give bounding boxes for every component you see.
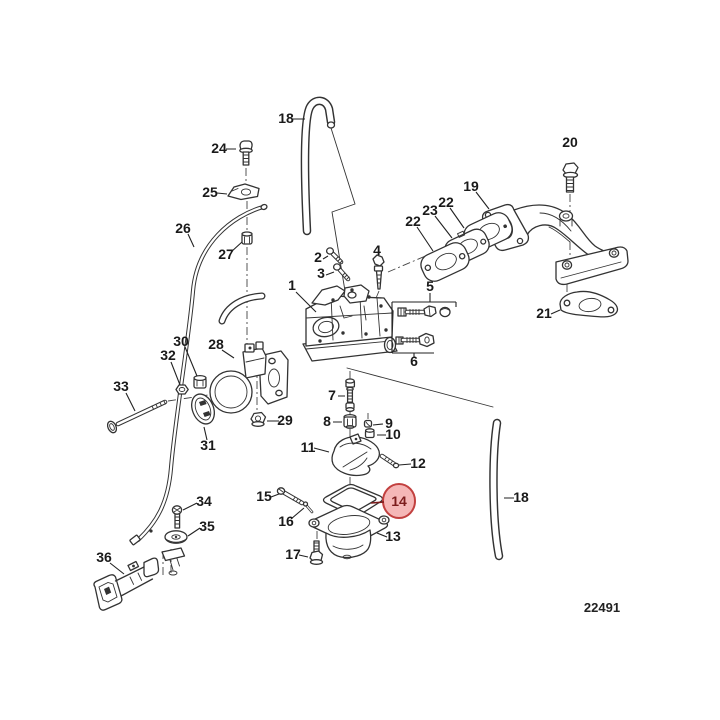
part-26-cable xyxy=(129,203,268,546)
callout-1[interactable]: 1 xyxy=(288,277,296,293)
part-11-float xyxy=(331,433,381,477)
callout-15[interactable]: 15 xyxy=(256,488,272,504)
callout-29[interactable]: 29 xyxy=(277,412,293,428)
callout-25[interactable]: 25 xyxy=(202,184,218,200)
connector-lines xyxy=(330,127,494,408)
part-24-screw xyxy=(239,140,253,166)
part-10-valve-seat xyxy=(364,428,375,439)
callout-34[interactable]: 34 xyxy=(196,493,212,509)
callout-36[interactable]: 36 xyxy=(96,549,112,565)
callout-14[interactable]: 14 xyxy=(391,493,407,509)
callout-labels: 1 2 3 4 5 6 7 8 9 10 11 12 13 15 16 17 1… xyxy=(96,110,578,565)
part-22-gasket-front xyxy=(420,242,470,282)
callout-18-right[interactable]: 18 xyxy=(513,489,529,505)
callout-22-upper[interactable]: 22 xyxy=(438,194,454,210)
callout-27[interactable]: 27 xyxy=(218,246,234,262)
callout-23[interactable]: 23 xyxy=(422,202,438,218)
callout-30[interactable]: 30 xyxy=(173,333,189,349)
callout-22-left[interactable]: 22 xyxy=(405,213,421,229)
part-27-bushing xyxy=(241,231,253,245)
part-31-throttle-plate xyxy=(191,393,215,425)
part-3-screw xyxy=(332,263,351,282)
part-32-nut xyxy=(175,384,189,395)
part-18-vent-tube-right xyxy=(489,418,504,561)
part-13-float-bowl xyxy=(308,504,390,560)
drawing-number: 22491 xyxy=(584,600,620,615)
callout-17[interactable]: 17 xyxy=(285,546,301,562)
part-25-bracket-plate xyxy=(227,183,260,201)
callout-12[interactable]: 12 xyxy=(410,455,426,471)
part-29-nut xyxy=(250,411,267,427)
callout-32[interactable]: 32 xyxy=(160,347,176,363)
part-16-pin xyxy=(302,501,314,514)
callout-13[interactable]: 13 xyxy=(385,528,401,544)
part-2-screw xyxy=(325,247,344,265)
callout-21[interactable]: 21 xyxy=(536,305,552,321)
part-21-manifold-gasket xyxy=(559,290,619,318)
part-5-jet-kit xyxy=(391,293,457,357)
part-36-choke-knob xyxy=(93,557,160,611)
callout-31[interactable]: 31 xyxy=(200,437,216,453)
callout-8[interactable]: 8 xyxy=(323,413,331,429)
part-30-cap xyxy=(193,374,207,389)
callout-leader-lines xyxy=(109,118,561,575)
highlight-leader xyxy=(370,501,385,504)
part-28-throttle-body xyxy=(209,341,289,414)
part-12-float-pin xyxy=(379,453,400,469)
part-6-jet-kit xyxy=(395,332,435,348)
part-35-washer xyxy=(161,530,188,576)
part-33-bolt xyxy=(106,399,168,434)
callout-20[interactable]: 20 xyxy=(562,134,578,150)
callout-19[interactable]: 19 xyxy=(463,178,479,194)
callout-6[interactable]: 6 xyxy=(410,353,418,369)
part-18-vent-tube-top xyxy=(300,96,336,236)
callout-9[interactable]: 9 xyxy=(385,415,393,431)
callout-24[interactable]: 24 xyxy=(211,140,227,156)
callout-18-top[interactable]: 18 xyxy=(278,110,294,126)
callout-2[interactable]: 2 xyxy=(314,249,322,265)
callout-35[interactable]: 35 xyxy=(199,518,215,534)
part-9-clip xyxy=(363,419,373,428)
callout-10[interactable]: 10 xyxy=(385,426,401,442)
hose-elbow xyxy=(218,292,266,325)
callout-14-highlight[interactable]: 14 xyxy=(370,483,416,519)
part-7-needle-jet xyxy=(345,378,356,412)
callout-26[interactable]: 26 xyxy=(175,220,191,236)
callout-28[interactable]: 28 xyxy=(208,336,224,352)
part-4-mixture-needle xyxy=(372,254,385,290)
part-17-bowl-bolt xyxy=(309,540,324,565)
part-1-carburetor-body xyxy=(302,284,398,362)
part-8-main-jet xyxy=(343,413,357,430)
highlight-circle[interactable] xyxy=(382,483,416,519)
callout-16[interactable]: 16 xyxy=(278,513,294,529)
callout-11[interactable]: 11 xyxy=(301,439,316,455)
callout-3[interactable]: 3 xyxy=(317,265,325,281)
callout-33[interactable]: 33 xyxy=(113,378,129,394)
part-34-screw xyxy=(171,505,183,529)
callout-5[interactable]: 5 xyxy=(426,278,434,294)
callout-7[interactable]: 7 xyxy=(328,387,336,403)
callout-4[interactable]: 4 xyxy=(373,242,381,258)
part-15-screw xyxy=(276,487,305,506)
part-20-bolt xyxy=(562,162,579,193)
